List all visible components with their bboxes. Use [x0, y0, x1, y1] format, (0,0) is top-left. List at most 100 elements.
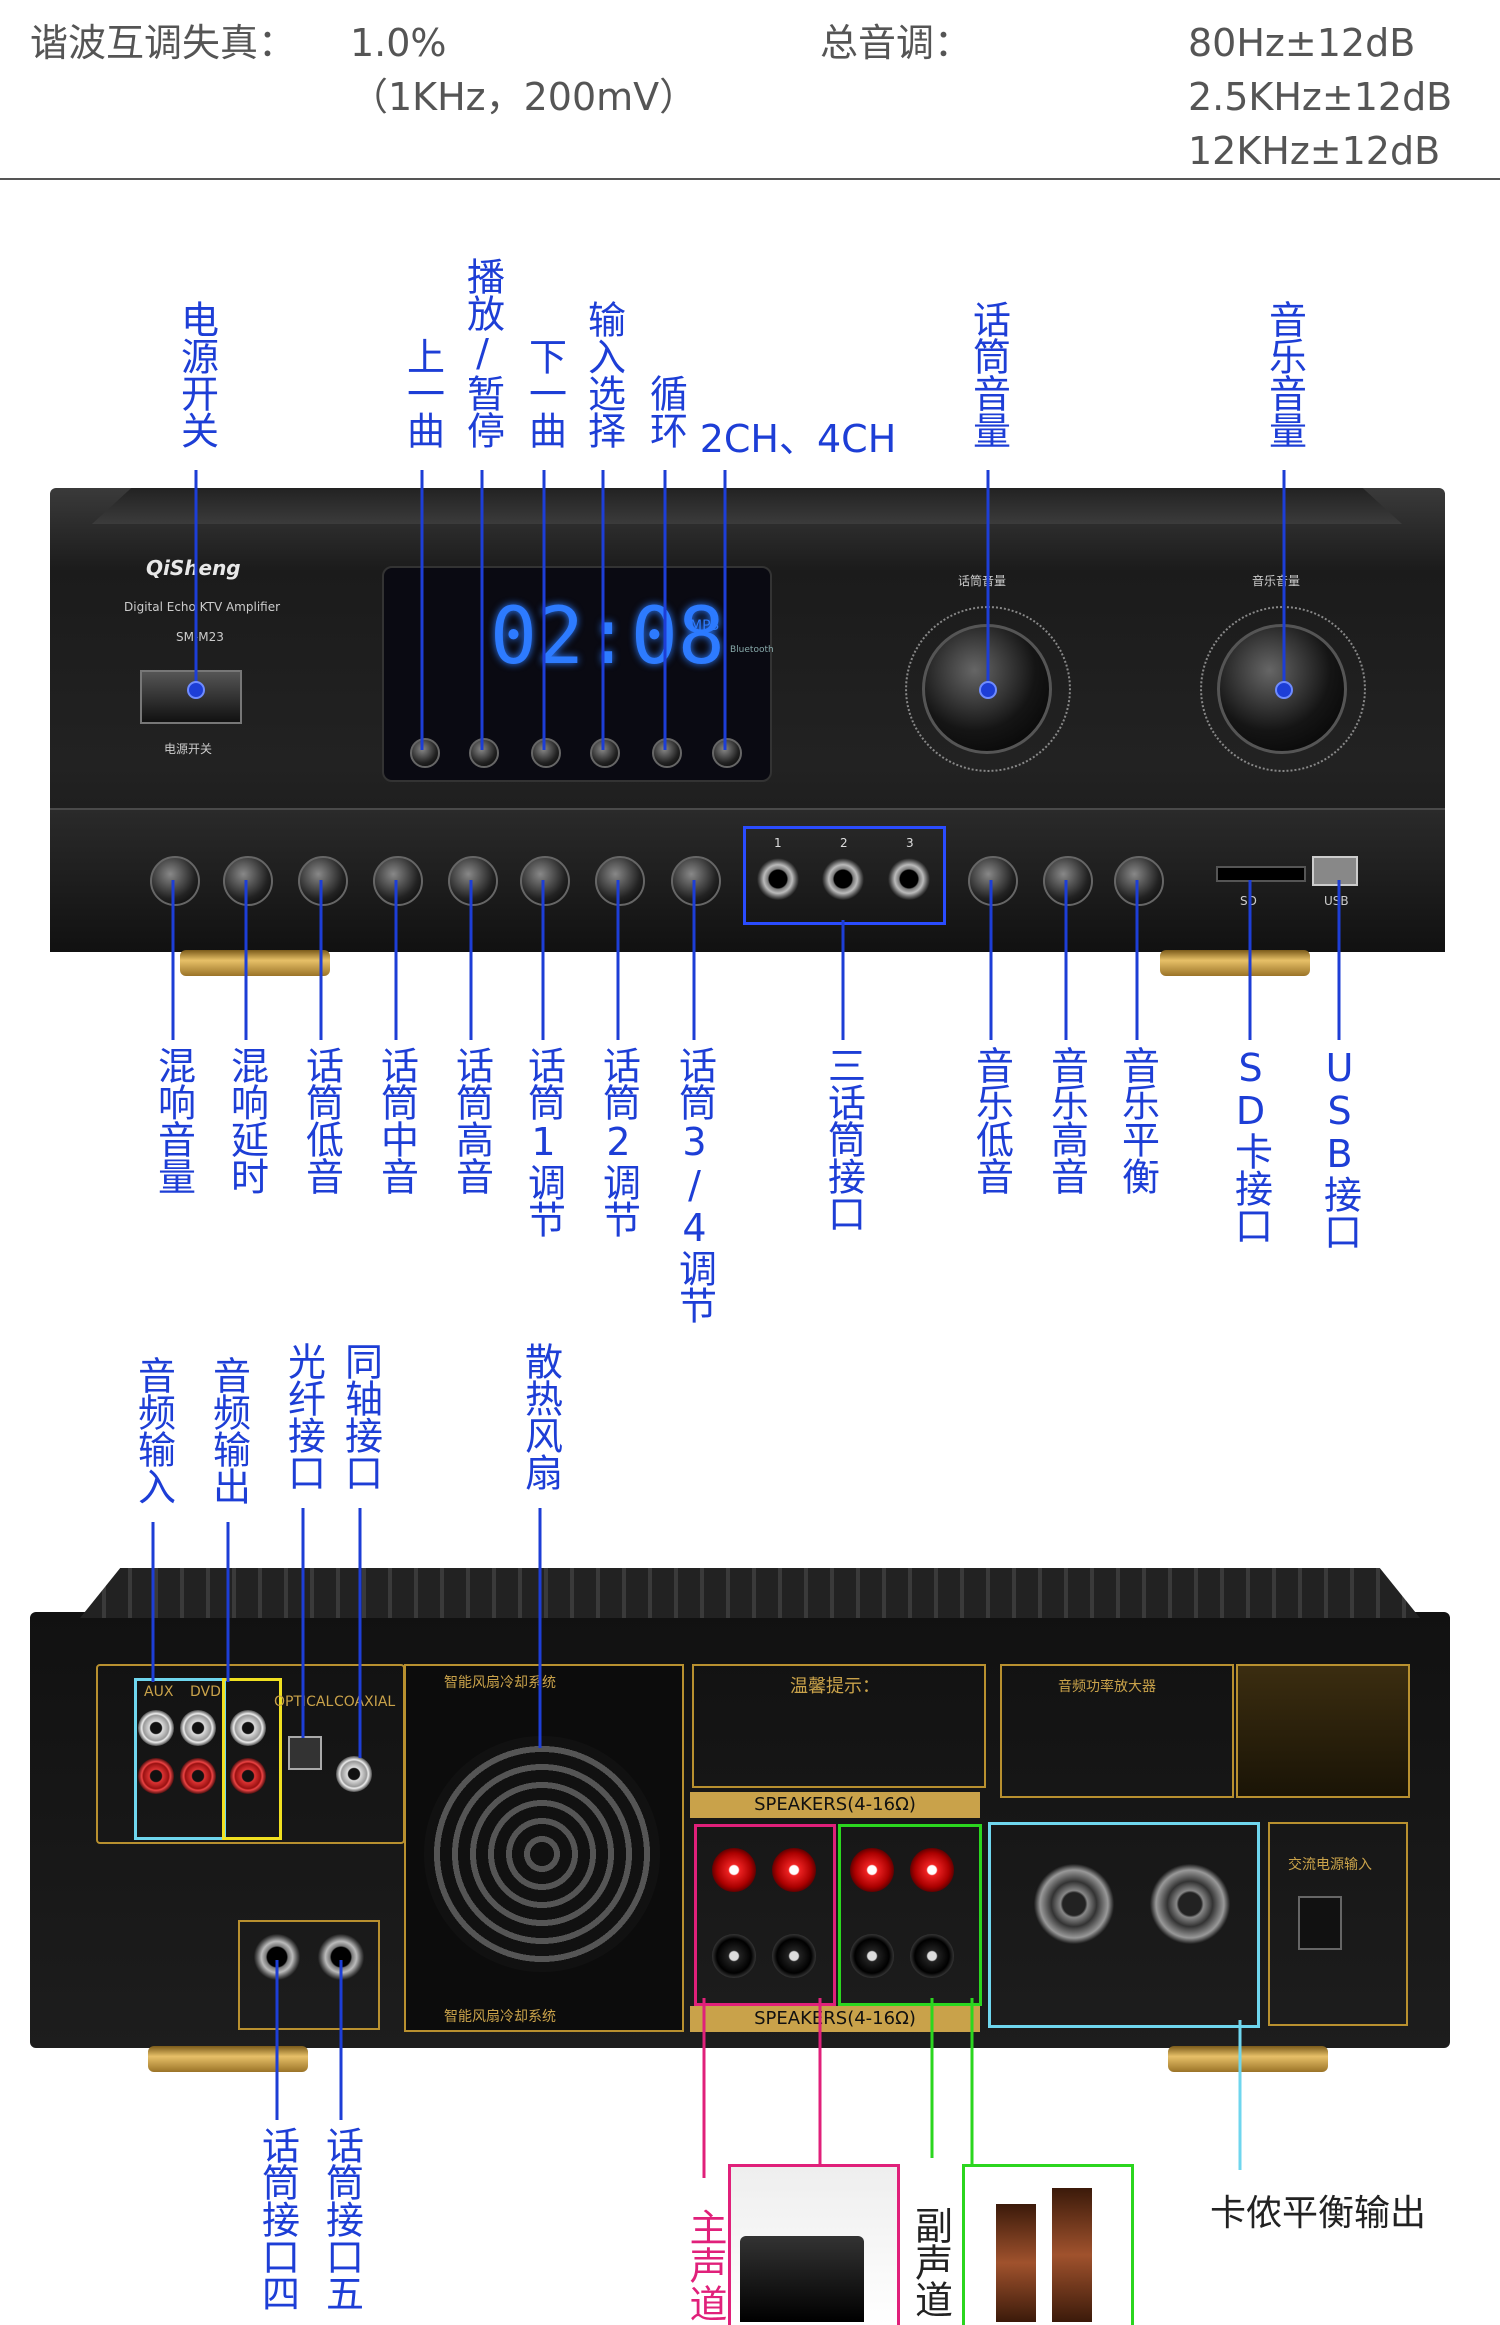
aux-rca-left[interactable]: [138, 1710, 174, 1746]
music-balance-knob[interactable]: [1114, 856, 1164, 906]
label-mic-mid: 话筒中音: [374, 1046, 419, 1194]
mic-jack-2[interactable]: [822, 858, 864, 900]
label-next: 下一曲: [522, 337, 567, 448]
prev-button[interactable]: [410, 738, 440, 768]
thd-condition: （1KHz，200mV）: [350, 75, 698, 119]
fan-grille: [424, 1736, 660, 1972]
speakon-right[interactable]: [1034, 1864, 1114, 1944]
label-loop: 循环: [643, 374, 688, 448]
line-fan: [538, 1508, 542, 1748]
label-music-volume: 音乐音量: [1262, 300, 1307, 448]
dvd-rca-right[interactable]: [180, 1758, 216, 1794]
model-number: SM-M23: [176, 630, 224, 644]
speakon-left[interactable]: [1150, 1864, 1230, 1944]
audio-out-frame: [222, 1678, 282, 1840]
warning-panel: [1236, 1664, 1410, 1798]
display-mode: MP3: [690, 618, 720, 634]
rear-mic-section: [238, 1920, 380, 2030]
speakers-label-top: SPEAKERS(4-16Ω): [690, 1792, 980, 1818]
next-button[interactable]: [531, 738, 561, 768]
sub-speaker-frame: [838, 1824, 982, 2006]
music-bass-knob[interactable]: [968, 856, 1018, 906]
music-treble-knob[interactable]: [1043, 856, 1093, 906]
out-rca-right[interactable]: [230, 1758, 266, 1794]
main-post-red-1[interactable]: [712, 1848, 756, 1892]
ac-text: 交流电源输入: [1288, 1857, 1372, 1873]
channel-button[interactable]: [712, 738, 742, 768]
music-volume-knob-text: 音乐音量: [1252, 574, 1301, 588]
sub-post-red-2[interactable]: [910, 1848, 954, 1892]
mic-mid-knob[interactable]: [373, 856, 423, 906]
line-channel: [723, 470, 727, 750]
reverb-delay-knob[interactable]: [223, 856, 273, 906]
line-reverb-volume: [171, 880, 175, 1040]
sub-post-red-1[interactable]: [850, 1848, 894, 1892]
line-music-volume: [1282, 470, 1286, 688]
line-sub-channel-a: [930, 1998, 934, 2158]
optical-port[interactable]: [288, 1736, 322, 1770]
mic-bass-knob[interactable]: [298, 856, 348, 906]
front-foot-right: [1160, 950, 1310, 976]
rear-foot-right: [1168, 2046, 1328, 2072]
tone-value-high: 12KHz±12dB: [1188, 129, 1441, 173]
aux-rca-right[interactable]: [138, 1758, 174, 1794]
reverb-volume-knob[interactable]: [150, 856, 200, 906]
usb-text: USB: [1324, 894, 1349, 908]
line-audio-in: [151, 1522, 155, 1682]
mic34-knob[interactable]: [671, 856, 721, 906]
label-optical: 光纤接口: [281, 1342, 326, 1490]
label-coaxial: 同轴接口: [338, 1342, 383, 1490]
ac-power-inlet[interactable]: [1298, 1896, 1342, 1950]
main-speaker-frame: [694, 1824, 836, 2006]
line-music-balance: [1135, 880, 1139, 1040]
info-panel: [1000, 1664, 1234, 1798]
mic1-knob[interactable]: [520, 856, 570, 906]
out-rca-left[interactable]: [230, 1710, 266, 1746]
mic-jack-1[interactable]: [757, 858, 799, 900]
fan-title-top: 智能风扇冷却系统: [444, 1675, 556, 1691]
main-post-black-2[interactable]: [772, 1934, 816, 1978]
input-select-button[interactable]: [590, 738, 620, 768]
rear-foot-left: [148, 2046, 308, 2072]
line-loop: [663, 470, 667, 750]
label-mic5: 话筒接口五: [319, 2126, 364, 2311]
label-reverb-volume: 混响音量: [151, 1046, 196, 1194]
line-mic-treble: [469, 880, 473, 1040]
label-main-channel: 主声道: [683, 2208, 727, 2322]
line-reverb-delay: [244, 880, 248, 1040]
line-main-channel-b: [818, 1998, 822, 2164]
main-post-red-2[interactable]: [772, 1848, 816, 1892]
tone-value-low: 80Hz±12dB: [1188, 21, 1416, 65]
line-next: [542, 470, 546, 750]
label-channel: 2CH、4CH: [699, 417, 897, 461]
dvd-rca-left[interactable]: [180, 1710, 216, 1746]
display-panel: [382, 566, 772, 782]
line-sd: [1248, 880, 1252, 1040]
jack-number-1: 1: [774, 836, 782, 850]
label-mic34: 话筒3/4调节: [672, 1046, 717, 1323]
line-audio-out: [226, 1522, 230, 1682]
mic-treble-knob[interactable]: [448, 856, 498, 906]
loop-button[interactable]: [652, 738, 682, 768]
play-pause-button[interactable]: [469, 738, 499, 768]
coaxial-text: COAXIAL: [334, 1694, 396, 1710]
coaxial-port[interactable]: [336, 1756, 372, 1792]
label-power: 电源开关: [174, 300, 219, 448]
label-speakon: 卡侬平衡输出: [1210, 2193, 1427, 2234]
sub-post-black-2[interactable]: [910, 1934, 954, 1978]
label-sd: SD卡接口: [1228, 1046, 1273, 1243]
usb-port[interactable]: [1312, 856, 1358, 886]
fan-title-bottom: 智能风扇冷却系统: [444, 2009, 556, 2025]
label-mic4: 话筒接口四: [255, 2126, 300, 2311]
mic2-knob[interactable]: [595, 856, 645, 906]
front-panel-lid: [92, 488, 1402, 524]
display-time: 02:08: [490, 592, 725, 682]
speakon-frame: [988, 1822, 1260, 2028]
sd-slot[interactable]: [1216, 866, 1306, 882]
sub-post-black-1[interactable]: [850, 1934, 894, 1978]
line-coaxial: [358, 1508, 362, 1758]
mic-jack-3[interactable]: [888, 858, 930, 900]
label-audio-in: 音频输入: [131, 1356, 176, 1504]
line-mic5: [339, 1960, 343, 2120]
main-post-black-1[interactable]: [712, 1934, 756, 1978]
